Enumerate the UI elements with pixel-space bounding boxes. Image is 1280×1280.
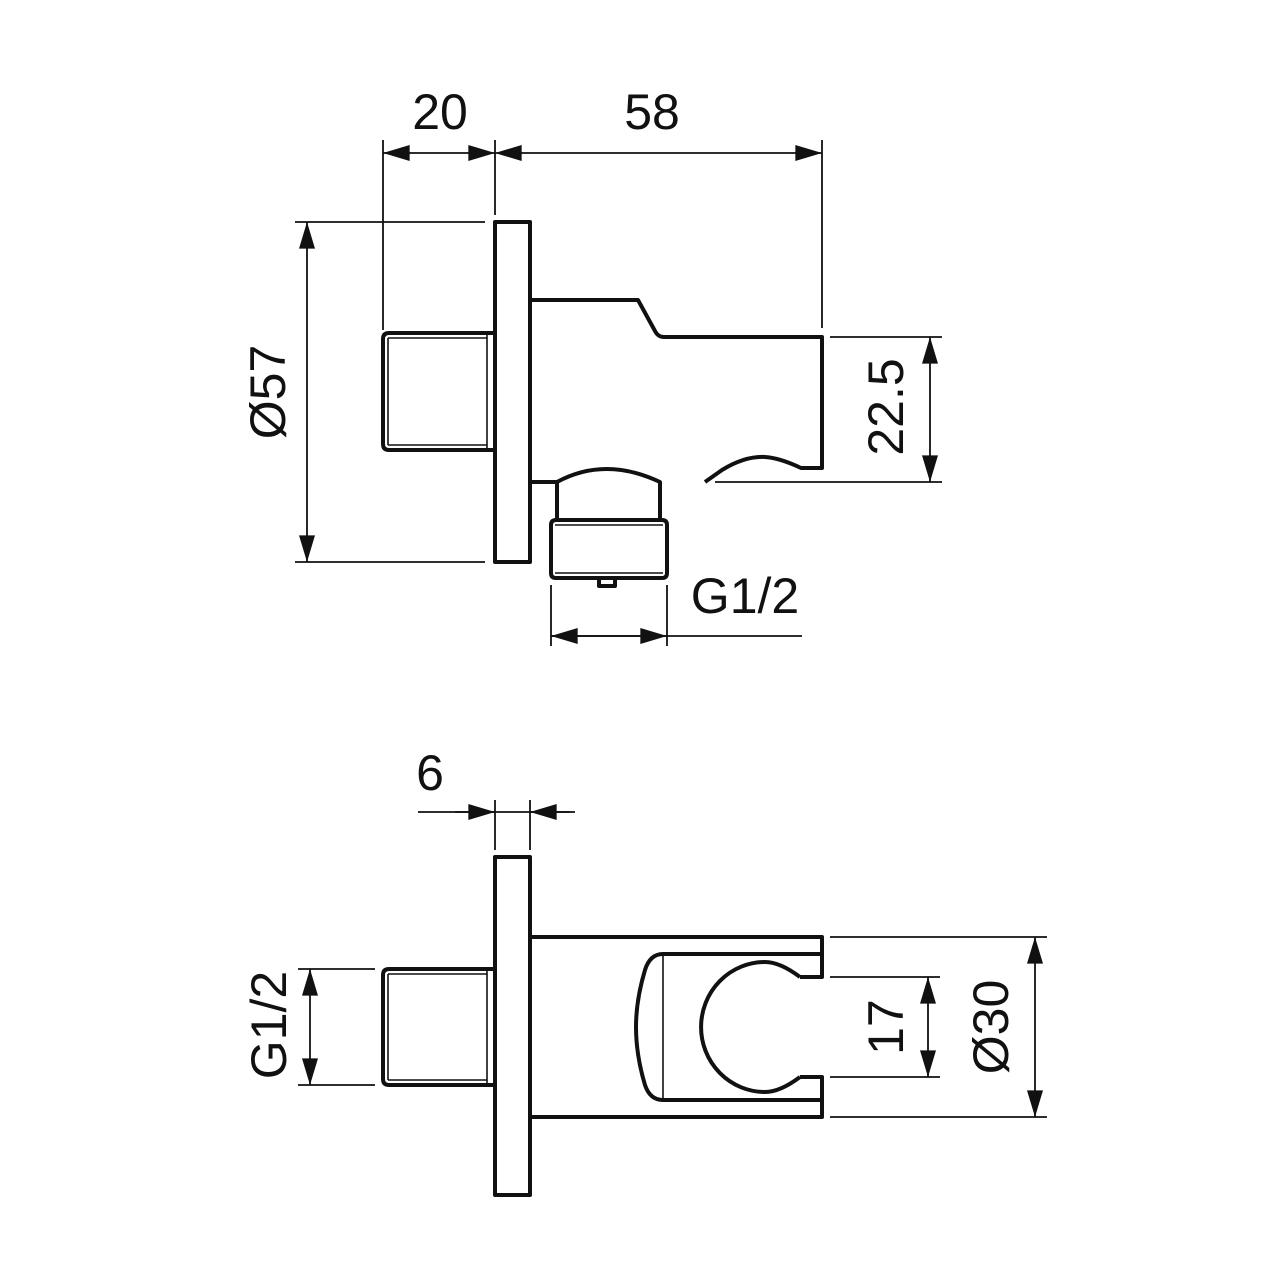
flange bbox=[493, 220, 532, 564]
front-view: 6 G1/2 17 Ø30 bbox=[241, 745, 1047, 1197]
dim-label-17: 17 bbox=[858, 999, 914, 1055]
dim-label-20: 20 bbox=[412, 84, 468, 140]
holder-plate bbox=[634, 952, 822, 1102]
dim-label-outlet-thread: G1/2 bbox=[691, 568, 799, 624]
outlet-nut bbox=[549, 467, 669, 588]
dim-label-inlet-thread: G1/2 bbox=[241, 971, 297, 1079]
dim-label-d57: Ø57 bbox=[240, 345, 296, 440]
dim-label-58: 58 bbox=[624, 84, 680, 140]
inlet-nipple bbox=[381, 331, 495, 452]
inlet-nipple bbox=[381, 967, 495, 1087]
holder-body bbox=[530, 935, 824, 1119]
holder-body bbox=[530, 298, 824, 484]
flange bbox=[493, 855, 532, 1197]
dim-label-22-5: 22.5 bbox=[858, 358, 914, 455]
holder-clip-ring bbox=[699, 960, 802, 1094]
dim-label-6: 6 bbox=[416, 745, 444, 801]
dim-label-d30: Ø30 bbox=[963, 980, 1019, 1075]
side-view: 20 58 Ø57 22.5 G1/2 bbox=[240, 84, 942, 646]
